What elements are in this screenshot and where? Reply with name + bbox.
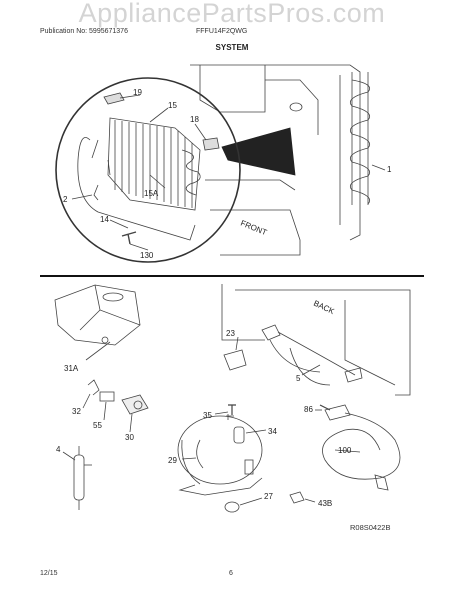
callout-29: 29 — [168, 456, 177, 465]
callout-19: 19 — [133, 88, 142, 97]
callout-1: 1 — [387, 165, 392, 174]
part-130-screw — [121, 231, 137, 245]
part-30 — [121, 394, 149, 415]
part-23-relay — [223, 349, 247, 371]
label-front: FRONT — [239, 219, 268, 238]
part-18-block — [202, 137, 220, 151]
callout-32: 32 — [72, 407, 81, 416]
part-35-screw — [228, 404, 236, 415]
part-31a-housing — [54, 284, 141, 346]
callout-55: 55 — [93, 421, 102, 430]
compressor — [177, 414, 263, 496]
part-55 — [99, 391, 115, 402]
callout-27: 27 — [264, 492, 273, 501]
part-4-drier — [73, 446, 92, 510]
callout-15: 15 — [168, 101, 177, 110]
callout-100: 100 — [338, 446, 352, 455]
power-cord — [322, 404, 401, 491]
part-43b — [289, 491, 305, 504]
callout-4: 4 — [56, 445, 61, 454]
model-number: FFFU14F2QWG — [196, 28, 248, 35]
callout-pointer — [221, 127, 296, 176]
callout-31a: 31A — [64, 364, 79, 373]
callout-34: 34 — [268, 427, 277, 436]
callout-30: 30 — [125, 433, 134, 442]
callout-14: 14 — [100, 215, 109, 224]
label-back: BACK — [312, 299, 336, 317]
callout-23: 23 — [226, 329, 235, 338]
condenser-coil — [349, 72, 371, 205]
callout-86: 86 — [304, 405, 313, 414]
drawing-code: R08S0422B — [350, 523, 391, 532]
callout-43b: 43B — [318, 499, 332, 508]
part-5-harness — [261, 324, 363, 386]
part-2-tube — [93, 184, 99, 201]
cabinet-shelf — [265, 79, 319, 135]
section-title: SYSTEM — [215, 43, 249, 52]
watermark: AppliancePartsPros.com — [78, 0, 386, 28]
callout-5: 5 — [296, 374, 301, 383]
publication-number: Publication No: 5995671376 — [40, 28, 128, 35]
footer-date: 12/15 — [40, 570, 58, 577]
callout-2: 2 — [63, 195, 68, 204]
detail-circle — [55, 77, 241, 263]
evaporator — [107, 117, 201, 211]
part-32 — [87, 379, 100, 396]
page-number: 6 — [229, 570, 233, 577]
part-19-clip — [103, 92, 125, 105]
capillary-tube — [77, 137, 196, 241]
cabinet-outline — [190, 64, 361, 241]
callout-18: 18 — [190, 115, 199, 124]
callout-15a: 15A — [144, 189, 159, 198]
callout-35: 35 — [203, 411, 212, 420]
callout-130: 130 — [140, 251, 154, 260]
part-27-grommet — [224, 501, 240, 513]
